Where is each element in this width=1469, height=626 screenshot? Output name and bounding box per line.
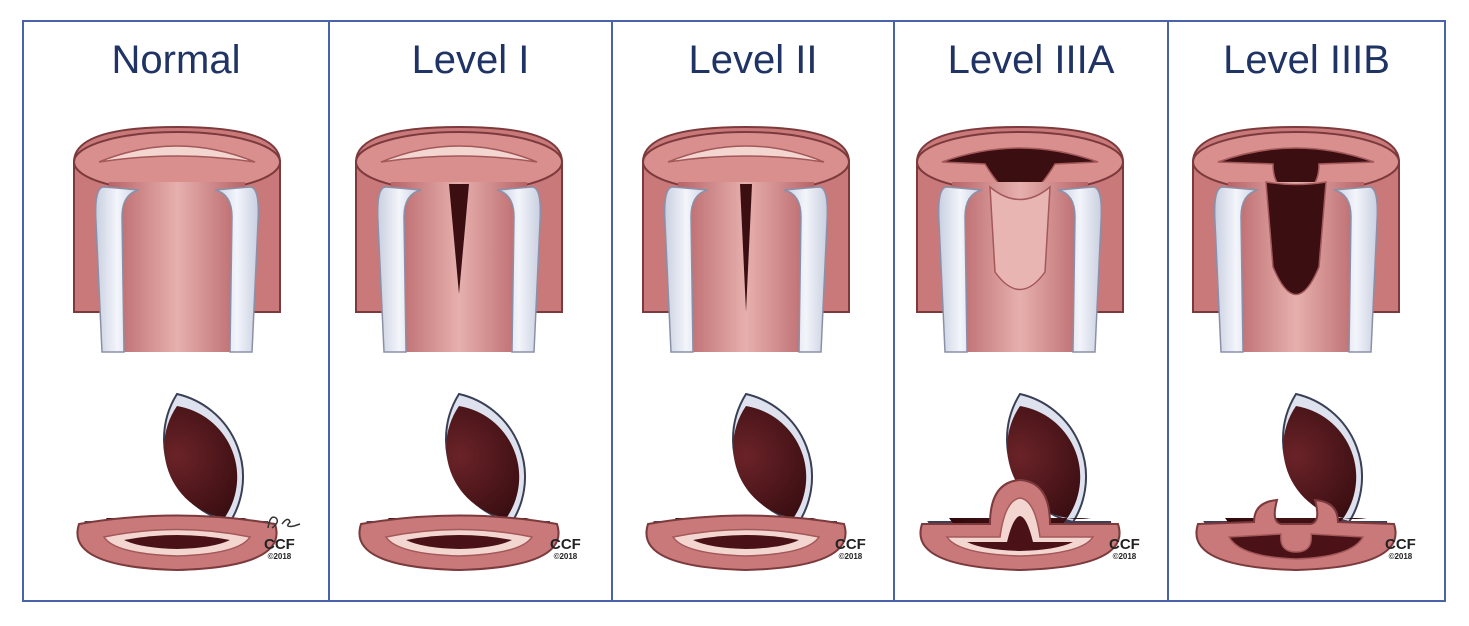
panel-title: Level IIIA xyxy=(947,38,1115,82)
copyright-mark: CCF©2018 xyxy=(264,536,295,561)
cross-section xyxy=(645,392,847,572)
tracheal-segment-3d xyxy=(916,125,1124,353)
cross-section xyxy=(358,392,560,572)
figure-frame: Normal xyxy=(22,20,1446,602)
panel-level-iiib: Level IIIB CCF©2018 xyxy=(1169,22,1444,600)
panel-title: Level II xyxy=(688,38,818,82)
trachea-illustration-level-i xyxy=(355,125,563,572)
cross-section xyxy=(76,392,278,572)
tracheal-segment-3d xyxy=(355,125,563,353)
copyright-mark: CCF©2018 xyxy=(1385,536,1416,561)
panel-title: Level IIIB xyxy=(1223,38,1390,82)
panel-title: Level I xyxy=(411,38,530,82)
tracheal-segment-3d xyxy=(1192,125,1400,353)
panel-level-ii: Level II CCF©2018 xyxy=(613,22,895,600)
panel-normal: Normal xyxy=(24,22,330,600)
panel-title: Normal xyxy=(111,38,241,82)
artist-signature xyxy=(267,516,301,529)
copyright-mark: CCF©2018 xyxy=(835,536,866,561)
trachea-illustration-normal xyxy=(73,125,281,572)
tracheal-segment-3d xyxy=(73,125,281,353)
panel-level-iiia: Level IIIA CCF©2018 xyxy=(895,22,1169,600)
tracheal-segment-3d xyxy=(642,125,850,353)
trachea-illustration-level-ii xyxy=(642,125,850,572)
cross-section xyxy=(1195,392,1397,572)
copyright-mark: CCF©2018 xyxy=(1109,536,1140,561)
trachea-illustration-level-iiia xyxy=(916,125,1124,572)
copyright-mark: CCF©2018 xyxy=(550,536,581,561)
trachea-illustration-level-iiib xyxy=(1192,125,1400,572)
cross-section xyxy=(919,392,1121,572)
panel-level-i: Level I CCF©2018 xyxy=(330,22,613,600)
